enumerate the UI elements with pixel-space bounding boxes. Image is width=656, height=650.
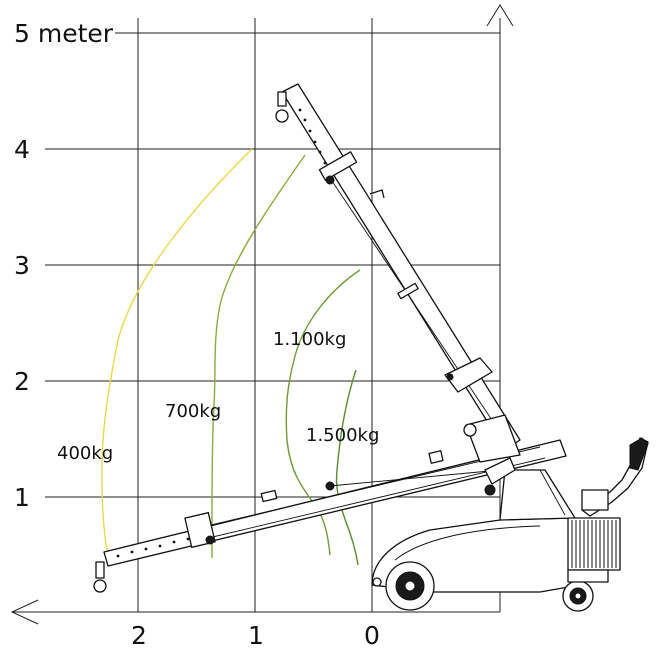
boom-upper xyxy=(281,83,521,451)
mast-frame-strut xyxy=(539,469,566,516)
x-tick-2: 2 xyxy=(131,621,147,650)
x-axis-arrow xyxy=(10,599,39,625)
y-tick-2: 2 xyxy=(14,367,30,396)
rear-base xyxy=(567,569,609,583)
tiller-base xyxy=(581,489,609,511)
crane-body-contour xyxy=(394,525,541,561)
boom-upper-line xyxy=(329,177,509,445)
boom-lower-clamp xyxy=(260,489,278,503)
boom-upper-pin xyxy=(325,175,335,185)
load-label-700kg: 700kg xyxy=(165,401,221,422)
pivot-plate xyxy=(465,414,521,463)
boom-lower-holes xyxy=(116,537,190,558)
y-axis-arrow xyxy=(486,4,514,27)
boom-upper-pin-2 xyxy=(446,373,454,381)
lower-hook xyxy=(93,579,107,593)
tiller-grip xyxy=(629,437,649,471)
x-tick-0: 0 xyxy=(364,621,380,650)
pivot-bolt xyxy=(463,423,477,437)
load-curve-400kg xyxy=(101,148,253,557)
boom-upper-holes xyxy=(298,108,327,165)
cylinder-pin xyxy=(484,484,496,496)
load-label-1500kg: 1.500kg xyxy=(306,425,379,446)
y-unit-label: 5 meter xyxy=(14,19,114,48)
y-tick-3: 3 xyxy=(14,251,30,280)
upper-hook xyxy=(275,109,289,123)
front-wheel-center xyxy=(404,580,416,592)
load-curve-1500kg xyxy=(335,369,359,566)
load-label-400kg: 400kg xyxy=(57,443,113,464)
rear-wheel-center xyxy=(574,592,582,600)
boom-upper-sleeve xyxy=(444,357,493,393)
boom-upper-clamp xyxy=(397,282,419,300)
front-roller xyxy=(372,577,382,587)
boom-upper-stop xyxy=(369,189,385,199)
upper-hook-shackle xyxy=(277,91,287,107)
boom-upper-collar xyxy=(318,151,358,181)
x-tick-1: 1 xyxy=(248,621,264,650)
boom-lower xyxy=(103,439,567,567)
lower-hook-shackle xyxy=(95,561,105,579)
load-curve-700kg xyxy=(211,154,306,558)
crane-illustration xyxy=(93,83,649,612)
battery-block xyxy=(567,517,621,571)
y-tick-1: 1 xyxy=(14,483,30,512)
load-label-1100kg: 1.100kg xyxy=(273,329,346,350)
boom-lower-clamp-2 xyxy=(428,450,444,464)
battery-ribs xyxy=(571,520,617,568)
y-tick-4: 4 xyxy=(14,135,30,164)
boom-lower-pin xyxy=(205,535,215,545)
hydraulic-cylinder-lower xyxy=(329,469,501,487)
hydraulic-cylinder xyxy=(484,457,516,485)
crane-mast-frame xyxy=(499,469,576,521)
